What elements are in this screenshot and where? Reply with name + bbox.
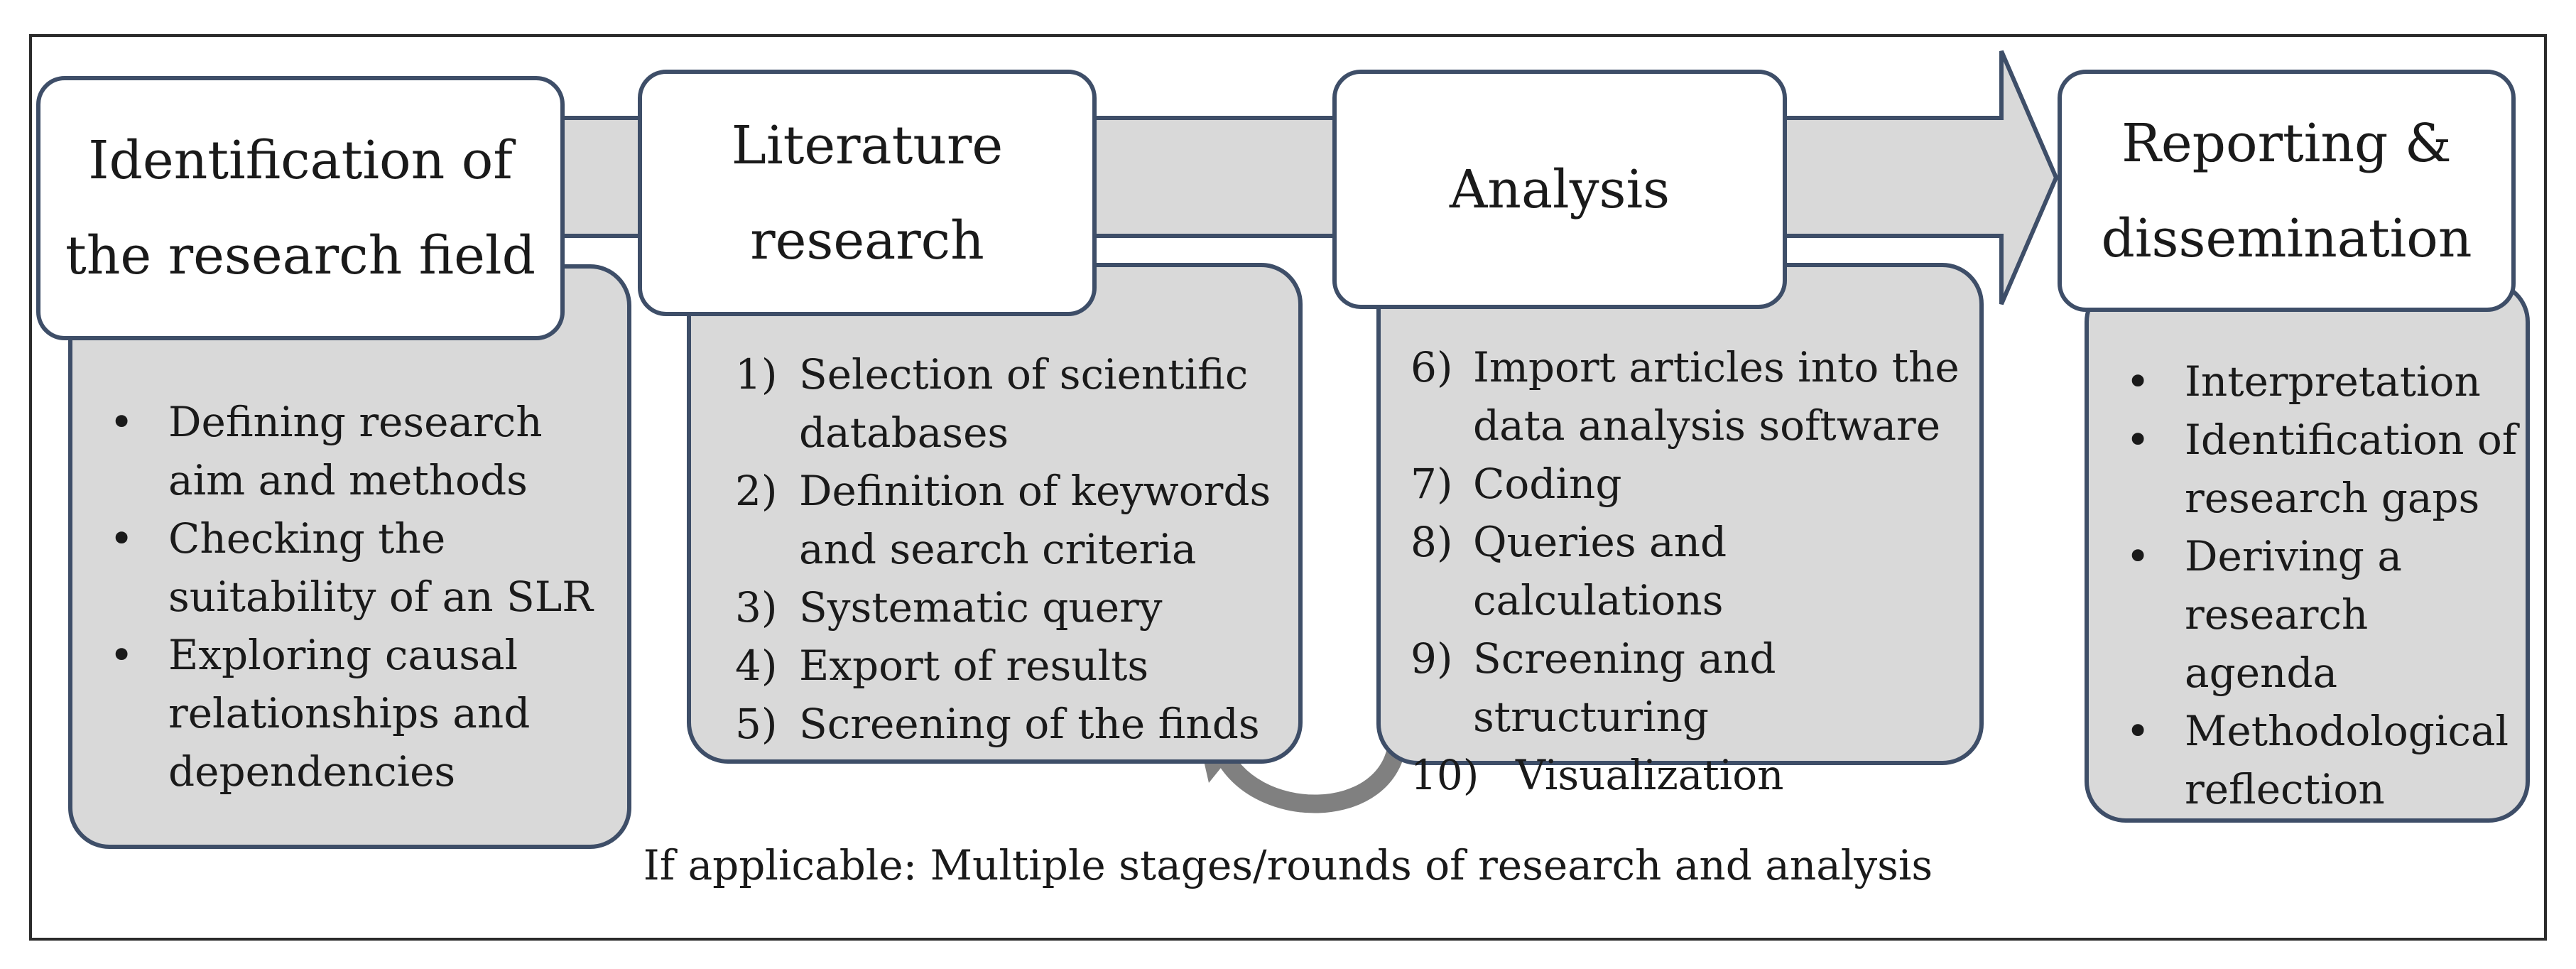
- identification-point: Defining research aim and methods: [72, 393, 613, 509]
- identification-detail-box: Defining research aim and methods Checki…: [68, 264, 631, 849]
- analysis-step: 7) Coding: [1381, 455, 1969, 513]
- reporting-point: Interpretation: [2089, 352, 2518, 411]
- step-text: Selection of scientific databases: [799, 350, 1249, 457]
- step-number: 10): [1411, 751, 1479, 799]
- step-text: Screening of the finds: [799, 700, 1260, 748]
- step-text: Screening and structuring: [1473, 634, 1776, 741]
- phase-title-line: Reporting &: [2121, 112, 2452, 174]
- phase-title-line: dissemination: [2101, 207, 2472, 269]
- literature-steps-list: 1) Selection of scientific databases 2) De…: [691, 345, 1284, 753]
- analysis-step: 10) Visualization: [1381, 746, 1969, 804]
- literature-steps-box: 1) Selection of scientific databases 2) De…: [687, 263, 1303, 764]
- phase-title-line: Identification of: [88, 130, 513, 191]
- step-number: 6): [1411, 343, 1453, 391]
- analysis-steps-box: 6) Import articles into the data analysis…: [1376, 263, 1984, 799]
- reporting-point: Identification of research gaps: [2089, 411, 2518, 527]
- literature-step: 5) Screening of the finds: [691, 695, 1284, 753]
- step-text: Definition of keywords and search criter…: [799, 467, 1271, 573]
- step-text: Queries and calculations: [1473, 518, 1727, 624]
- analysis-step: 6) Import articles into the data analysis…: [1381, 338, 1969, 455]
- phase-literature-box: Literature research: [638, 70, 1097, 316]
- step-number: 3): [735, 583, 778, 632]
- step-text: Import articles into the data analysis s…: [1473, 343, 1960, 450]
- phase-title-line: research: [750, 210, 984, 271]
- phase-title: Identification of the research field: [65, 113, 536, 303]
- iteration-loop-arrow: [1211, 737, 1407, 813]
- analysis-steps-list: 6) Import articles into the data analysis…: [1381, 338, 1969, 804]
- phase-reporting-box: Reporting & dissemination: [2058, 70, 2516, 312]
- reporting-detail-box: Interpretation Identification of researc…: [2085, 281, 2530, 823]
- phase-title-line: Analysis: [1449, 158, 1670, 220]
- literature-step: 1) Selection of scientific databases: [691, 345, 1284, 462]
- identification-point: Checking the suitability of an SLR: [72, 509, 613, 626]
- identification-point: Exploring causal relationships and depen…: [72, 626, 613, 801]
- step-number: 2): [735, 467, 778, 515]
- step-number: 7): [1411, 460, 1453, 508]
- reporting-points-list: Interpretation Identification of researc…: [2089, 352, 2518, 818]
- phase-title-line: the research field: [65, 225, 536, 286]
- step-number: 9): [1411, 634, 1453, 683]
- step-number: 4): [735, 642, 778, 690]
- reporting-point: Methodological reflection: [2089, 702, 2518, 818]
- step-number: 8): [1411, 518, 1453, 566]
- literature-step: 2) Definition of keywords and search crit…: [691, 462, 1284, 578]
- step-number: 5): [735, 700, 778, 748]
- step-number: 1): [735, 350, 778, 399]
- literature-step: 3) Systematic query: [691, 578, 1284, 637]
- analysis-step: 8) Queries and calculations: [1381, 513, 1969, 629]
- literature-step: 4) Export of results: [691, 637, 1284, 695]
- step-text: Systematic query: [799, 583, 1163, 632]
- analysis-step: 9) Screening and structuring: [1381, 629, 1969, 746]
- phase-title: Literature research: [732, 98, 1003, 288]
- step-text: Coding: [1473, 460, 1622, 508]
- step-text: Visualization: [1516, 751, 1784, 799]
- phase-title: Reporting & dissemination: [2101, 96, 2472, 286]
- phase-identification-box: Identification of the research field: [36, 76, 565, 340]
- phase-analysis-box: Analysis: [1332, 70, 1787, 309]
- phase-title: Analysis: [1450, 142, 1670, 237]
- reporting-point: Deriving a research agenda: [2089, 527, 2518, 702]
- phase-title-line: Literature: [731, 114, 1004, 176]
- iteration-caption: If applicable: Multiple stages/rounds of…: [643, 841, 1933, 889]
- identification-points-list: Defining research aim and methods Checki…: [72, 393, 613, 801]
- step-text: Export of results: [799, 642, 1149, 690]
